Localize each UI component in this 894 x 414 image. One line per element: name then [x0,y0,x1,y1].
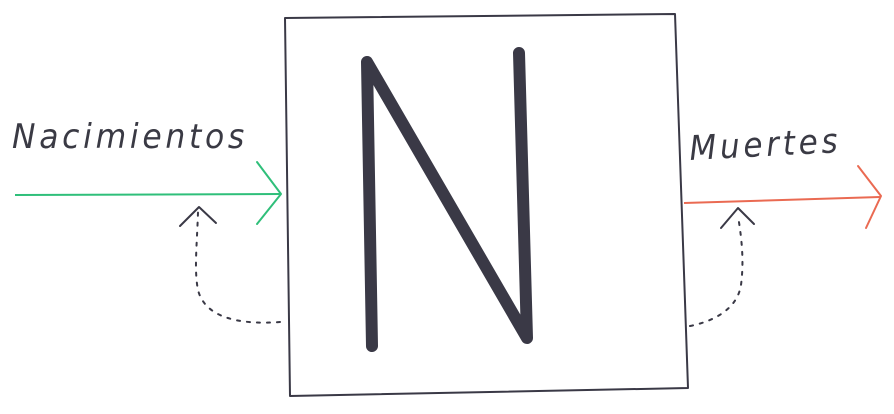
outflow-label: Muertes [688,121,842,169]
outflow-feedback-link [689,207,755,327]
inflow-label: Nacimientos [12,117,248,157]
inflow-arrow [14,161,282,225]
inflow-feedback-link [179,206,281,324]
stock-letter-n [361,47,533,352]
outflow-arrow [683,165,882,229]
stock-box [284,13,689,397]
